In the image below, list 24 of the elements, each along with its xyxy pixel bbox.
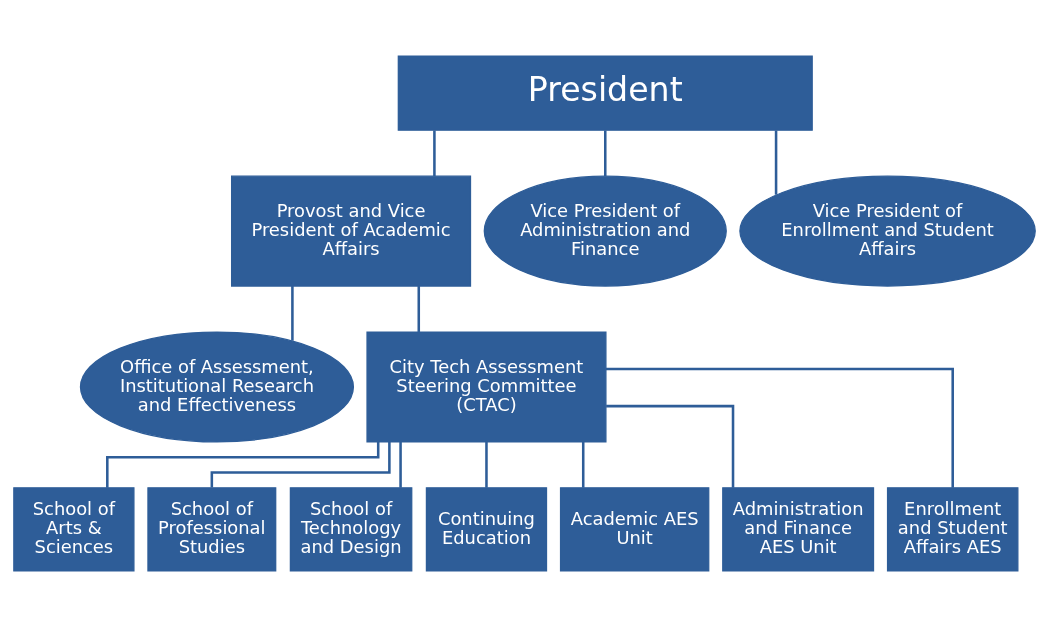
node-box: School of Professional Studies: [147, 487, 277, 572]
connector: [605, 367, 954, 488]
node-box: Continuing Education: [425, 487, 548, 572]
connector: [433, 130, 436, 177]
connector: [604, 130, 607, 177]
node-ellipse: Office of Assessment, Institutional Research and Effectiveness: [79, 331, 355, 443]
node-box: School of Arts & Sciences: [13, 487, 135, 572]
node-box: Provost and Vice President of Academic Affairs: [231, 175, 472, 287]
connector: [581, 442, 585, 488]
connector: [106, 441, 380, 488]
node-box: Academic AES Unit: [559, 487, 710, 572]
node-box: Enrollment and Student Affairs AES: [886, 487, 1019, 572]
connector: [606, 404, 735, 488]
connector: [399, 442, 402, 488]
node-box: School of Technology and Design: [289, 487, 413, 572]
node-ellipse: Vice President of Enrollment and Student Affairs: [739, 175, 1036, 287]
connector: [417, 286, 421, 332]
node-box: City Tech Assessment Steering Committee (CTAC): [366, 331, 607, 443]
connector: [485, 442, 488, 488]
node-box: Administration and Finance AES Unit: [722, 487, 875, 572]
connector: [291, 286, 294, 341]
node-box: President: [397, 55, 813, 131]
connector: [774, 130, 778, 195]
node-ellipse: Vice President of Administration and Finance: [483, 175, 727, 287]
